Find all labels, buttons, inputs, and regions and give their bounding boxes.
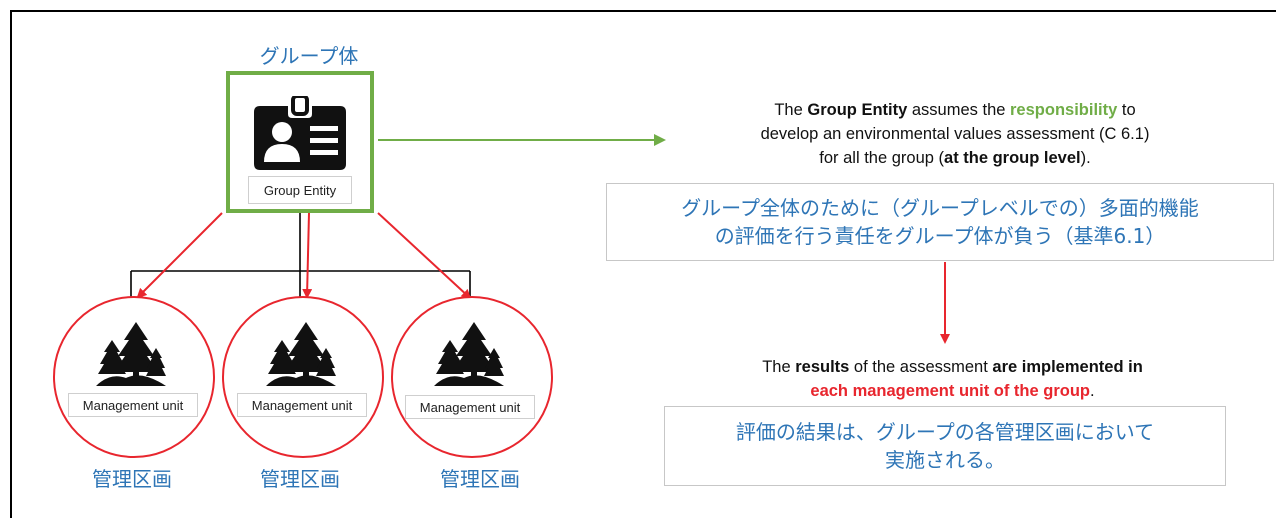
forest-icon [96,322,166,386]
management-unit-label-jp: 管理区画 [260,467,340,491]
arrow-to-unit-2 [302,212,313,299]
arrow-to-unit-3 [377,212,472,300]
forest-icon [434,322,504,386]
management-unit-tag: Management unit [237,393,367,417]
management-unit-tag: Management unit [405,395,535,419]
arrow-to-unit-1 [136,212,223,299]
hierarchy-connector [130,213,471,300]
group-entity-tag: Group Entity [248,176,352,204]
management-unit-label-jp: 管理区画 [92,467,172,491]
results-statement-jp: 評価の結果は、グループの各管理区画において 実施される。 [664,406,1226,486]
implemented-emphasis: are implemented in [992,358,1143,376]
results-emphasis: results [795,358,850,376]
diagram-frame [10,10,1276,518]
group-entity-label-jp: グループ体 [259,44,359,68]
management-unit-label-jp: 管理区画 [440,467,520,491]
forest-icon [266,322,336,386]
results-statement: The results of the assessment are implem… [762,358,1143,400]
group-entity-emphasis: Group Entity [807,101,908,119]
each-unit-emphasis: each management unit of the group [810,382,1090,400]
management-unit-tag: Management unit [68,393,198,417]
responsibility-emphasis: responsibility [1010,101,1118,119]
responsibility-statement-jp: グループ全体のために（グループレベルでの）多面的機能 の評価を行う責任をグループ… [606,183,1274,261]
responsibility-statement: The Group Entity assumes the responsibil… [760,101,1150,167]
id-badge-icon [254,96,346,170]
group-level-emphasis: at the group level [944,149,1081,167]
